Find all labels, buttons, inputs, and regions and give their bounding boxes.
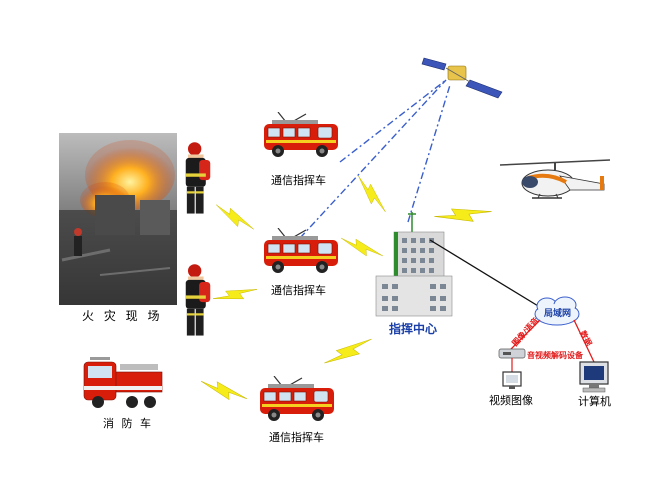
image-voice-label: 图像/语音: [510, 315, 541, 348]
building-icon: [375, 212, 453, 317]
lightning-icon: [322, 328, 375, 376]
video-image-label: 视频图像: [489, 393, 533, 407]
fire-truck-icon: [83, 357, 163, 408]
red-link: [573, 319, 595, 363]
firefighter-icon: [185, 264, 211, 336]
comm-vehicle-icon: [259, 376, 335, 422]
monitor-icon: [502, 371, 522, 389]
lightning-icon: [198, 379, 250, 403]
data-label: 数据: [578, 329, 594, 348]
lightning-icon: [211, 203, 259, 233]
command-center-label: 指挥中心: [389, 321, 437, 336]
red-link: [507, 319, 541, 353]
lightning-icon: [433, 197, 494, 233]
fire-scene-photo: [59, 133, 177, 305]
comm-vehicle-icon: [263, 228, 339, 274]
lightning-icon: [212, 278, 259, 311]
wired-link: [429, 239, 549, 313]
decoder-icon: [498, 348, 526, 359]
comm-vehicle-label-bottom: 通信指挥车: [269, 430, 324, 444]
satellite-icon: [421, 57, 503, 99]
cloud-icon: [534, 296, 580, 326]
comm-vehicle-label-top: 通信指挥车: [271, 173, 326, 187]
satellite-links: [299, 79, 451, 239]
av-decoder-label: 音视频解码设备: [527, 350, 584, 360]
fire-truck-label: 消 防 车: [103, 416, 153, 430]
computer-label: 计算机: [578, 394, 611, 408]
comm-vehicle-label-mid: 通信指挥车: [271, 283, 326, 297]
helicopter-icon: [499, 159, 611, 199]
lightning-icon: [338, 236, 386, 260]
lightning-icon: [349, 174, 394, 215]
fire-scene-label: 火 灾 现 场: [82, 308, 162, 323]
computer-icon: [579, 361, 609, 393]
comm-vehicle-icon: [263, 112, 339, 158]
firefighter-icon: [185, 142, 211, 214]
lan-label: 局域网: [544, 307, 571, 319]
